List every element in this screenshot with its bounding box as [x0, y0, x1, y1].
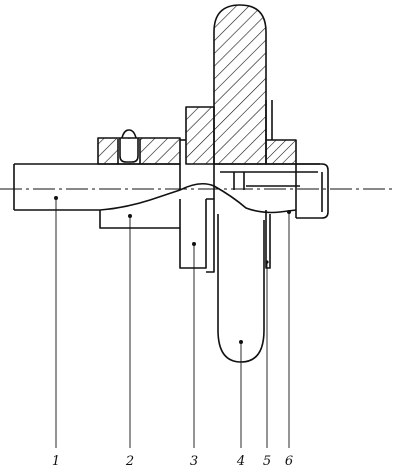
label-5: 5 — [262, 454, 272, 469]
sleeve — [179, 198, 215, 273]
disk — [213, 4, 267, 363]
label-2: 2 — [125, 454, 135, 469]
set-screw — [119, 129, 139, 163]
end-nut — [296, 163, 329, 219]
bearing-block — [265, 100, 297, 165]
hub-upper — [180, 106, 215, 165]
spindle — [214, 163, 320, 269]
label-4: 4 — [236, 454, 246, 469]
label-6: 6 — [284, 454, 294, 469]
collar — [97, 137, 181, 165]
label-1: 1 — [51, 454, 61, 469]
label-3: 3 — [189, 454, 199, 469]
shaft — [13, 163, 180, 211]
